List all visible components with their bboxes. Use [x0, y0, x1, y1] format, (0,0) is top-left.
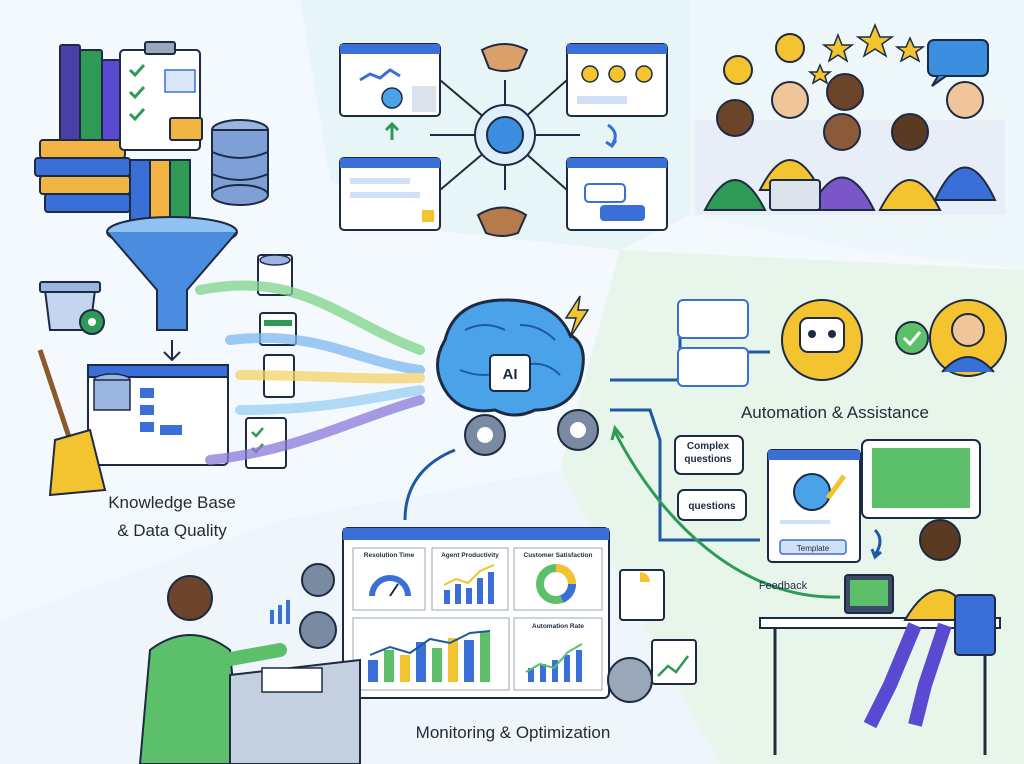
monitoring-title: Monitoring & Optimization: [416, 723, 611, 742]
automation-title: Automation & Assistance: [741, 403, 929, 422]
gear-icon-left: [465, 415, 505, 455]
bubble-complex-line2: questions: [684, 454, 732, 465]
robot-icon: [782, 300, 862, 380]
panel-agent-productivity: Agent Productivity: [441, 552, 499, 559]
check-icon: [896, 322, 928, 354]
window-bottom-right: [567, 158, 667, 230]
feedback-label: Feedback: [759, 580, 808, 592]
template-button[interactable]: Template: [797, 544, 830, 553]
bubble-complex-line1: Complex: [687, 441, 730, 452]
panel-automation-rate: Automation Rate: [532, 623, 584, 630]
customer-avatar: [930, 300, 1006, 376]
panel-customer-satisfaction: Customer Satisfaction: [524, 552, 593, 559]
clipboard-icon: [120, 42, 202, 150]
gear-icon: [80, 310, 104, 334]
knowledge-title-line2: & Data Quality: [117, 521, 227, 540]
knowledge-title-line1: Knowledge Base: [108, 493, 236, 512]
ai-label: AI: [503, 366, 518, 383]
bubble-questions: questions: [688, 501, 736, 512]
window-bottom-left: [340, 158, 440, 230]
window-top-right: [567, 44, 667, 116]
window-top-left: [340, 44, 440, 116]
database-icon: [212, 120, 268, 205]
gear-icon-right: [558, 410, 598, 450]
data-window-icon: [88, 365, 228, 465]
panel-resolution-time: Resolution Time: [364, 552, 415, 559]
green-reply-bubble: [862, 440, 980, 518]
